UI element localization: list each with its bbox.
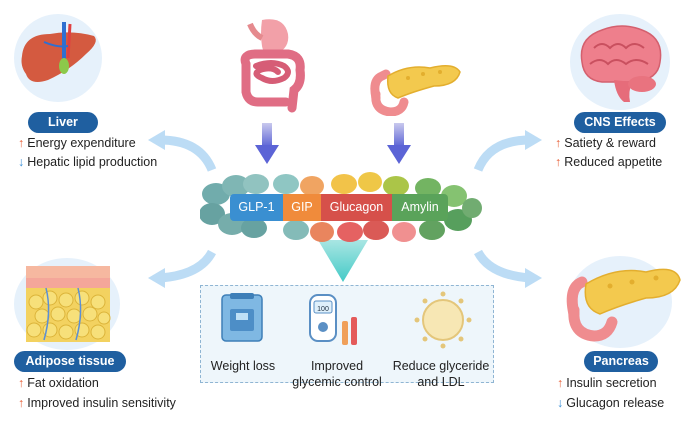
pancreas-source-icon [370,65,461,116]
liver-effect-1: ↑Energy expenditure [18,136,136,150]
adipose-title: Adipose tissue [14,351,126,372]
adipose-tissue-icon [26,266,111,342]
intestine-icon [240,19,305,113]
hormone-glp1: GLP-1 [230,194,283,221]
pancreas-effect-1: ↑Insulin secretion [557,376,657,390]
cns-title: CNS Effects [574,112,666,133]
weight-scale-icon [221,293,263,342]
adipose-effect-2: ↑Improved insulin sensitivity [18,396,176,410]
glucometer-reading: 100 [317,306,329,313]
pancreas-title: Pancreas [584,351,658,372]
liver-icon [21,22,96,82]
cns-effect-1: ↑Satiety & reward [555,136,656,150]
arrow-to-adipose [159,249,216,283]
lipid-droplet-icon [414,291,472,349]
arrow-to-liver [159,135,217,172]
arrow-to-pancreas [474,249,531,283]
hormone-gip: GIP [283,194,321,221]
down-arrow-intestine [255,123,279,164]
liver-effect-2: ↓Hepatic lipid production [18,155,158,169]
cns-effect-2: ↑Reduced appetite [555,155,663,169]
funnel-arrow [318,240,368,282]
glucometer-icon: 100 [309,294,357,345]
benefit-weight-loss: Weight loss [210,359,276,373]
adipose-effect-1: ↑Fat oxidation [18,376,99,390]
hormone-glucagon: Glucagon [321,194,392,221]
pancreas-effect-2: ↓Glucagon release [557,396,665,410]
arrow-to-cns [473,135,531,172]
pancreas-icon [566,268,681,342]
hormone-amylin: Amylin [392,194,448,221]
liver-title: Liver [28,112,98,133]
down-arrow-pancreas-source [387,123,411,164]
brain-icon [580,25,662,102]
